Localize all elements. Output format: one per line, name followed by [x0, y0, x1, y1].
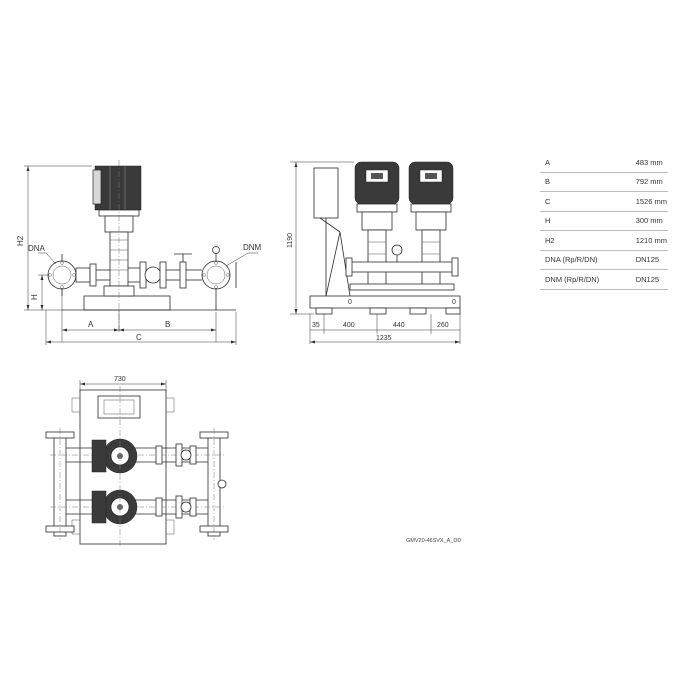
base-frame	[83, 295, 171, 311]
dim-400: 400	[343, 322, 355, 329]
spec-key: DNA (Rp/R/DN)	[540, 250, 636, 270]
suction-flange	[47, 260, 77, 290]
discharge-flange	[201, 260, 231, 290]
dna-label: DNA	[28, 244, 46, 253]
top-view: 730	[45, 376, 229, 548]
spec-value: 483 mm	[635, 153, 668, 173]
isolation-valve	[179, 261, 187, 289]
side-height: 1190	[287, 233, 294, 248]
spec-key: H2	[540, 230, 636, 251]
c-label: C	[136, 333, 142, 342]
motor	[94, 165, 142, 211]
pressure-gauge	[212, 246, 220, 254]
pump-2-motor	[408, 161, 454, 205]
spec-value: 300 mm	[635, 211, 668, 231]
dnm-label: DNM	[243, 243, 262, 252]
dim-35: 35	[312, 322, 320, 329]
table-row: B 792 mm	[540, 172, 668, 192]
table-row: DNM (Rp/R/DN) DN125	[540, 269, 668, 290]
spec-key: DNM (Rp/R/DN)	[540, 269, 636, 290]
pump-1-stack	[367, 229, 387, 289]
spec-key: A	[540, 153, 636, 173]
spec-table: A 483 mm B 792 mm C 1526 mm H 300 mm H2 …	[540, 153, 668, 290]
spec-value: 1526 mm	[635, 191, 668, 212]
top-cabinet	[97, 395, 141, 419]
side-manifold	[349, 261, 455, 273]
spec-value: 1210 mm	[635, 230, 668, 251]
spec-key: B	[540, 172, 636, 192]
table-row: H 300 mm	[540, 211, 668, 231]
dim-total: 1235	[376, 335, 392, 342]
drawing-code: GMV20-46SVX_A_DD	[406, 538, 461, 544]
h-label: H	[30, 294, 39, 300]
table-row: C 1526 mm	[540, 191, 668, 212]
b-label: B	[165, 320, 170, 329]
h2-label: H2	[16, 235, 25, 246]
zero-right: 0	[452, 299, 456, 306]
side-base	[309, 295, 461, 309]
pump-2-stack	[421, 229, 441, 289]
pump-1-motor	[354, 161, 400, 205]
zero-left: 0	[348, 299, 352, 306]
front-view: DNA DNM H2 H A B C	[16, 160, 262, 345]
spec-key: H	[540, 211, 636, 231]
side-view: 0 0	[287, 161, 461, 344]
table-row: A 483 mm	[540, 153, 668, 173]
table-row: DNA (Rp/R/DN) DN125	[540, 250, 668, 270]
table-row: H2 1210 mm	[540, 230, 668, 251]
spec-value: DN125	[635, 250, 668, 270]
dim-260: 260	[437, 322, 449, 329]
a-label: A	[88, 320, 94, 329]
dim-440: 440	[393, 322, 405, 329]
spec-value: DN125	[635, 269, 668, 290]
check-valve	[144, 266, 162, 284]
spec-value: 792 mm	[635, 172, 668, 192]
control-cabinet	[313, 167, 339, 219]
side-pressure-gauge	[391, 244, 403, 256]
spec-key: C	[540, 191, 636, 212]
top-pump-2	[50, 489, 224, 525]
top-width: 730	[114, 376, 126, 383]
